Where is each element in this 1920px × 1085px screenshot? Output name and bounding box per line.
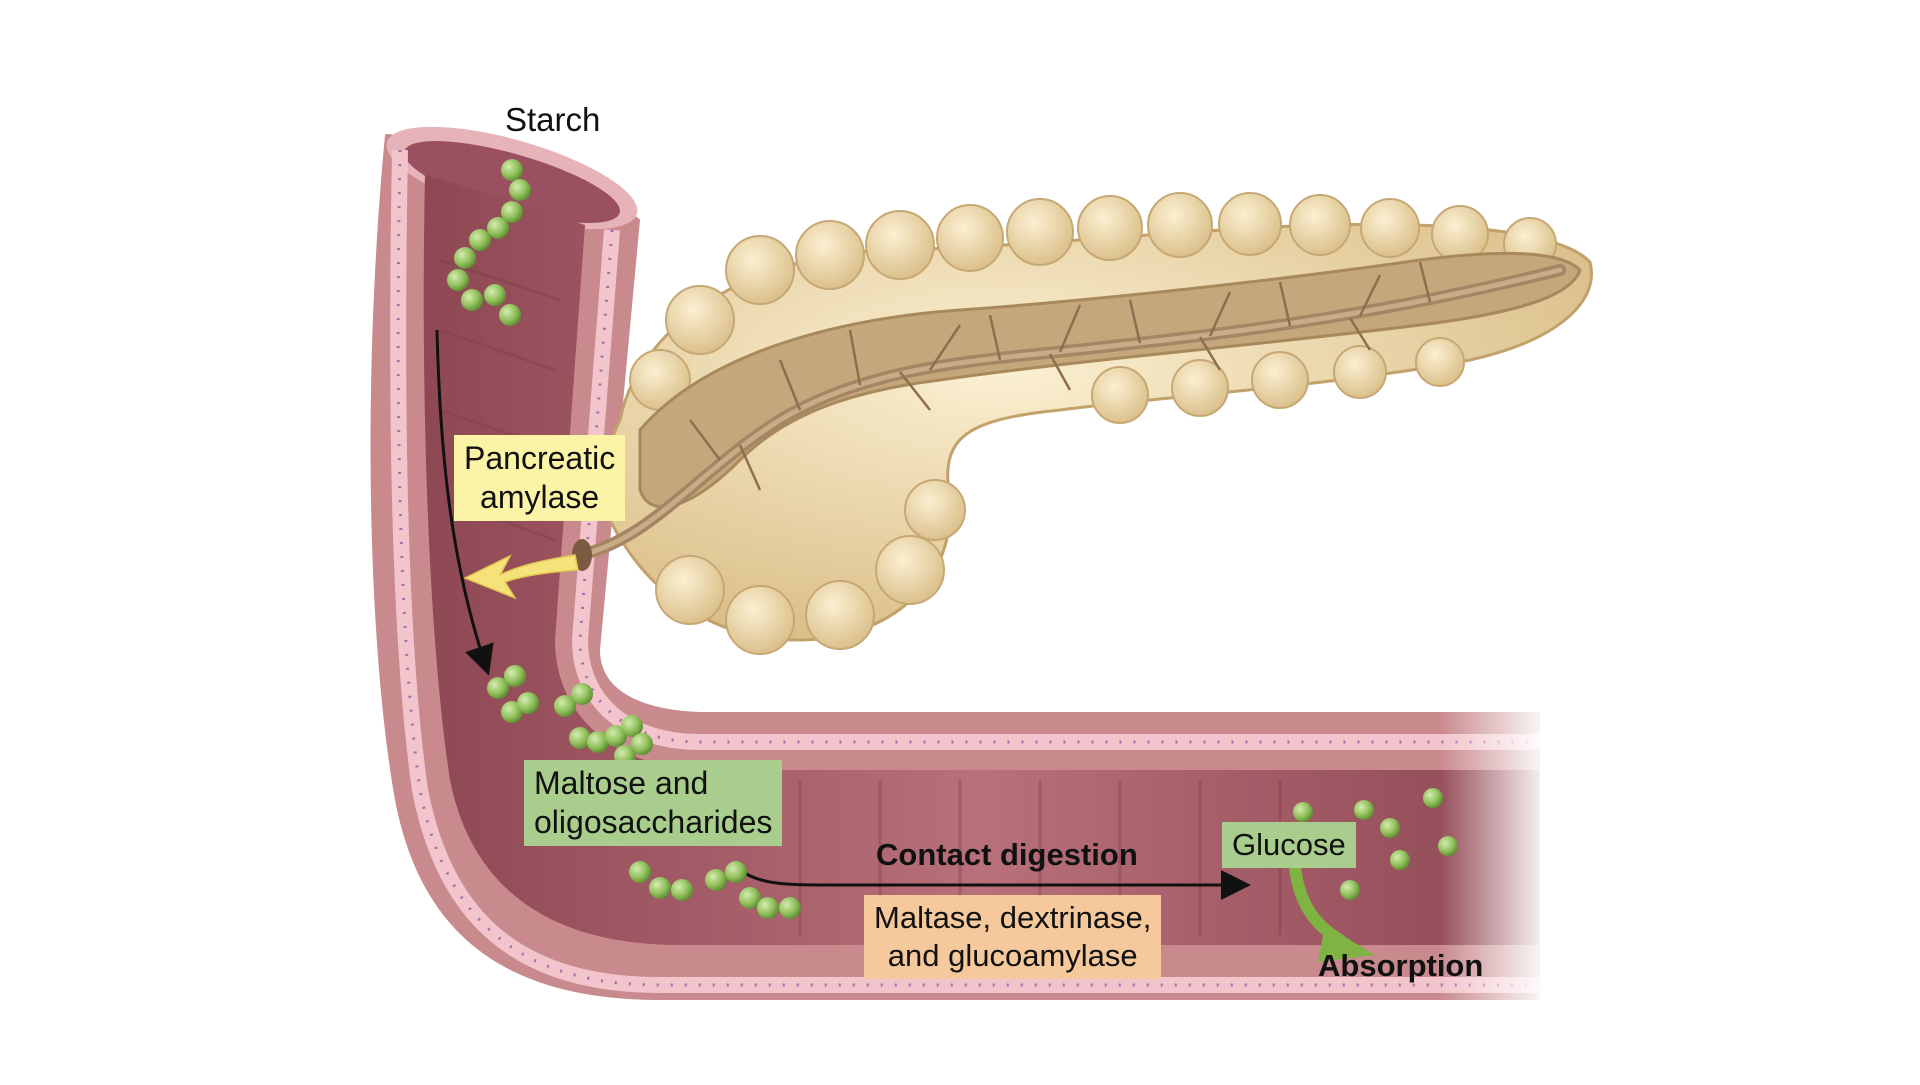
starch-chain-icon: [447, 159, 531, 326]
pancreatic-amylase-label: Pancreatic amylase: [454, 435, 626, 522]
glucose-label: Glucose: [1222, 822, 1356, 868]
flow-arrow-icon: [435, 329, 494, 676]
pancreas: [572, 192, 1593, 655]
contact-digestion-arrow-icon: [739, 868, 1251, 900]
brush-border-enzymes-label: Maltase, dextrinase, and glucoamylase: [864, 895, 1162, 979]
amylase-flow-arrow-icon: [463, 554, 579, 600]
glucose-molecule-icon: [1293, 788, 1458, 900]
absorption-arrow-icon: [1289, 862, 1375, 962]
maltose-oligosaccharides-label: Maltose and oligosaccharides: [524, 760, 783, 847]
starch-label: Starch: [505, 101, 601, 138]
absorption-label: Absorption: [1318, 948, 1484, 983]
contact-digestion-label: Contact digestion: [876, 837, 1138, 872]
oligosaccharide-chain-icon: [487, 665, 801, 919]
